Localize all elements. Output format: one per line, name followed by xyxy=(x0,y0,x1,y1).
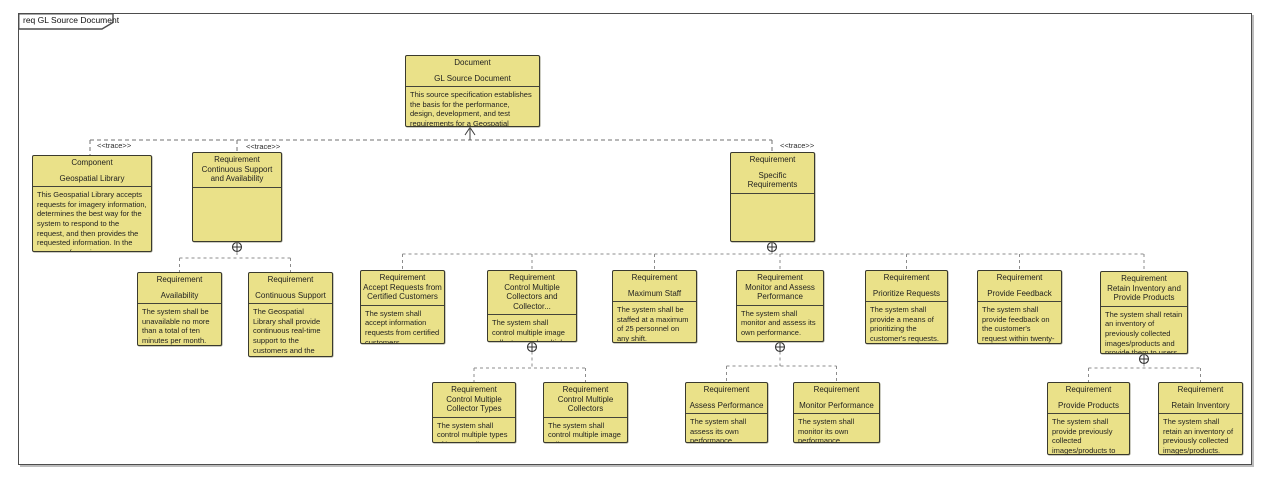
node-stereotype: Requirement xyxy=(1065,385,1112,394)
diagram-frame xyxy=(18,13,1252,465)
node-body: This source specification establishes th… xyxy=(410,90,532,127)
diagram-tab-shape xyxy=(18,13,114,30)
node-body: The system shall monitor its own perform… xyxy=(798,417,855,443)
crosshair-circle-icon xyxy=(1138,353,1150,365)
crosshair-circle-icon xyxy=(774,341,786,353)
node-name: Retain Inventory xyxy=(1171,400,1230,410)
node-stereotype: Requirement xyxy=(749,155,796,164)
node-body: The system shall be staffed at a maximum… xyxy=(617,305,689,343)
node-name: Geospatial Library xyxy=(59,173,125,183)
node-body: This Geospatial Library accepts requests… xyxy=(37,190,147,251)
node-name: Retain Inventory and Provide Products xyxy=(1107,283,1181,303)
node-body xyxy=(193,188,281,241)
node-stereotype: Requirement xyxy=(631,273,678,282)
trace-label: <<trace>> xyxy=(780,141,815,150)
crosshair-circle-icon xyxy=(231,241,243,253)
node-stereotype: Requirement xyxy=(509,273,555,282)
diagram-title-tab: req GL Source Document xyxy=(18,13,119,30)
node-stereotype: Requirement xyxy=(156,275,203,284)
node-name: Continuous Support xyxy=(255,290,326,300)
containment-connectors-specific xyxy=(402,252,1145,273)
trace-label: <<trace>> xyxy=(246,142,281,151)
node-stereotype: Requirement xyxy=(883,273,930,282)
node-body: The system shall assess its own performa… xyxy=(690,417,747,443)
node-stereotype: Requirement xyxy=(267,275,314,284)
node-name: Monitor and Assess Performance xyxy=(745,282,815,302)
node-body: The system shall provide feedback on the… xyxy=(982,305,1055,343)
containment-connectors-retain xyxy=(1088,363,1201,384)
containment-connectors-csa xyxy=(179,252,291,274)
node-name: Control Multiple Collectors xyxy=(557,394,614,414)
node-stereotype: Requirement xyxy=(451,385,497,394)
trace-connectors xyxy=(89,126,773,157)
node-body xyxy=(731,194,814,241)
node-body: The system shall provide previously coll… xyxy=(1052,417,1116,455)
node-body: The system shall monitor and assess its … xyxy=(741,308,816,337)
node-body: The Geospatial Library shall provide con… xyxy=(253,307,321,356)
node-name: Specific Requirements xyxy=(747,170,798,190)
node-name: Provide Products xyxy=(1058,400,1119,410)
node-name: Provide Feedback xyxy=(987,288,1052,298)
node-stereotype: Requirement xyxy=(703,385,750,394)
node-name: Availability xyxy=(160,290,199,300)
node-body: The system shall be unavailable no more … xyxy=(142,307,210,345)
node-gl-source-document[interactable]: Document GL Source Document This source s… xyxy=(405,55,540,127)
node-stereotype: Document xyxy=(454,58,491,67)
node-name: Continuous Support and Availability xyxy=(201,164,273,184)
node-stereotype: Requirement xyxy=(379,273,426,282)
node-name: Assess Performance xyxy=(689,400,764,410)
node-stereotype: Requirement xyxy=(562,385,609,394)
node-body: The system shall provide a means of prio… xyxy=(870,305,939,343)
containment-connectors-map xyxy=(726,351,837,384)
crosshair-circle-icon xyxy=(526,341,538,353)
node-stereotype: Requirement xyxy=(996,273,1043,282)
node-stereotype: Requirement xyxy=(757,273,803,282)
node-name: Accept Requests from Certified Customers xyxy=(363,282,442,302)
node-stereotype: Requirement xyxy=(1177,385,1224,394)
crosshair-circle-icon xyxy=(766,241,778,253)
node-stereotype: Requirement xyxy=(1121,274,1167,283)
node-name: GL Source Document xyxy=(434,73,511,83)
node-stereotype: Requirement xyxy=(813,385,860,394)
node-body: The system shall control multiple image … xyxy=(548,420,621,442)
node-stereotype: Component xyxy=(71,158,113,167)
node-name: Monitor Performance xyxy=(799,400,874,410)
diagram-title: req GL Source Document xyxy=(23,15,120,25)
node-body: The system shall accept information requ… xyxy=(365,308,440,344)
node-name: Control Multiple Collectors and Collecto… xyxy=(504,282,560,311)
node-name: Prioritize Requests xyxy=(872,288,941,298)
containment-connectors-cmcc xyxy=(473,351,586,384)
open-arrowhead-icon xyxy=(464,126,476,136)
node-body: The system shall control multiple image … xyxy=(492,318,566,341)
node-body: The system shall control multiple types … xyxy=(437,420,508,442)
node-name: Control Multiple Collector Types xyxy=(446,394,502,414)
node-stereotype: Requirement xyxy=(214,155,260,164)
trace-label: <<trace>> xyxy=(97,141,132,150)
node-body: The system shall retain an inventory of … xyxy=(1105,309,1183,354)
node-name: Maximum Staff xyxy=(627,288,682,298)
node-body: The system shall retain an inventory of … xyxy=(1163,417,1234,455)
